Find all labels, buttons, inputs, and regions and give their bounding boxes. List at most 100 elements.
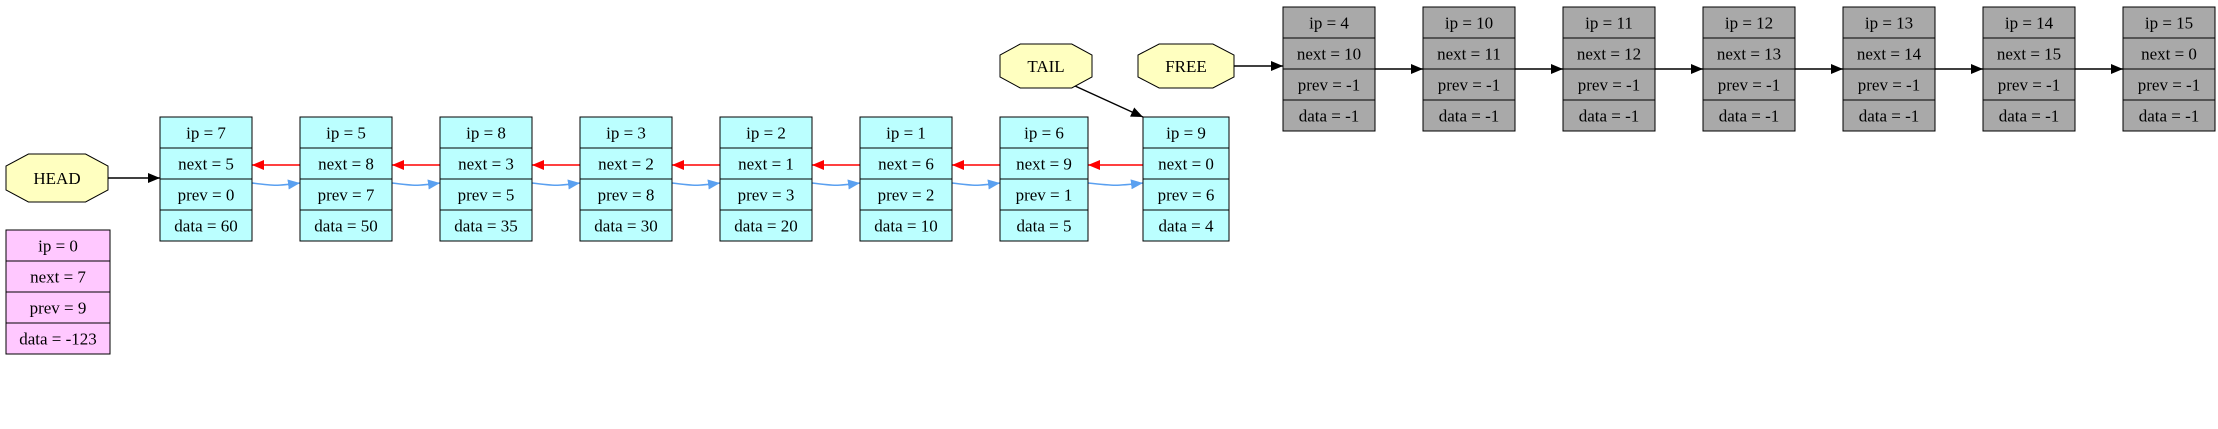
node-9-next-cell: [1142, 147, 1230, 180]
node-8-data-cell: [439, 209, 533, 242]
free-octagon: [1137, 43, 1235, 89]
node-1-next-label: next = 6: [878, 155, 934, 174]
node-0-data-label: data = -123: [19, 330, 97, 349]
head-octagon: [5, 153, 109, 203]
node-9-ip-label: ip = 9: [1166, 124, 1206, 143]
node-12-data-cell: [1702, 99, 1796, 132]
node-8-ip-label: ip = 8: [466, 124, 506, 143]
node-6-prev-label: prev = 1: [1016, 186, 1073, 205]
node-14-ip-label: ip = 14: [2005, 14, 2054, 33]
node-14-next-label: next = 15: [1997, 45, 2061, 64]
node-5-data-cell: [299, 209, 393, 242]
node-14-data-cell: [1982, 99, 2076, 132]
node-8-next-label: next = 3: [458, 155, 514, 174]
node-15-data-label: data = -1: [2139, 107, 2200, 126]
node-14-next-cell: [1982, 37, 2076, 70]
node-11-prev-cell: [1562, 68, 1656, 101]
node-0: ip = 0 next = 7 prev = 9 data = -123: [5, 229, 111, 355]
node-15-prev-cell: [2122, 68, 2216, 101]
node-0-next-label: next = 7: [30, 268, 86, 287]
node-9-ip-cell: [1142, 116, 1230, 149]
node-12-next-label: next = 13: [1717, 45, 1781, 64]
node-4-ip-label: ip = 4: [1309, 14, 1349, 33]
node-5-ip-label: ip = 5: [326, 124, 366, 143]
node-3-ip-cell: [579, 116, 673, 149]
node-6-data-label: data = 5: [1017, 217, 1072, 236]
node-1-data-label: data = 10: [874, 217, 937, 236]
node-2-prev-label: prev = 3: [738, 186, 795, 205]
node-5-data-label: data = 50: [314, 217, 377, 236]
tail-label: TAIL: [1027, 57, 1064, 76]
node-14-prev-label: prev = -1: [1998, 76, 2060, 95]
node-13-data-cell: [1842, 99, 1936, 132]
node-2-data-label: data = 20: [734, 217, 797, 236]
node-11-ip-label: ip = 11: [1585, 14, 1633, 33]
node-9-data-label: data = 4: [1159, 217, 1214, 236]
terminals-layer: HEAD TAIL FREE: [5, 43, 1235, 203]
node-5-ip-cell: [299, 116, 393, 149]
node-0-next-cell: [5, 260, 111, 293]
tail-terminal: TAIL: [999, 43, 1093, 89]
head-terminal: HEAD: [5, 153, 109, 203]
node-1-prev-label: prev = 2: [878, 186, 935, 205]
node-4-next-label: next = 10: [1297, 45, 1361, 64]
edge-8-to-3: [531, 179, 581, 190]
node-13: ip = 13 next = 14 prev = -1 data = -1: [1842, 6, 1936, 132]
node-13-next-label: next = 14: [1857, 45, 1922, 64]
node-3-data-cell: [579, 209, 673, 242]
node-14: ip = 14 next = 15 prev = -1 data = -1: [1982, 6, 2076, 132]
node-4-data-cell: [1282, 99, 1376, 132]
node-13-ip-cell: [1842, 6, 1936, 39]
node-3-prev-label: prev = 8: [598, 186, 655, 205]
node-15-prev-label: prev = -1: [2138, 76, 2200, 95]
node-4-prev-cell: [1282, 68, 1376, 101]
node-13-prev-label: prev = -1: [1858, 76, 1920, 95]
node-3-prev-cell: [579, 178, 673, 211]
free-label: FREE: [1165, 57, 1207, 76]
node-5-prev-cell: [299, 178, 393, 211]
node-8-data-label: data = 35: [454, 217, 517, 236]
node-2-next-label: next = 1: [738, 155, 794, 174]
node-9-prev-label: prev = 6: [1158, 186, 1215, 205]
node-2-ip-label: ip = 2: [746, 124, 786, 143]
node-13-ip-label: ip = 13: [1865, 14, 1913, 33]
node-0-ip-label: ip = 0: [38, 237, 78, 256]
node-0-data-cell: [5, 322, 111, 355]
node-7-data-cell: [159, 209, 253, 242]
node-15-data-cell: [2122, 99, 2216, 132]
node-4-ip-cell: [1282, 6, 1376, 39]
node-5-prev-label: prev = 7: [318, 186, 375, 205]
head-label: HEAD: [33, 169, 80, 188]
node-14-prev-cell: [1982, 68, 2076, 101]
node-15-next-label: next = 0: [2141, 45, 2197, 64]
node-4-next-cell: [1282, 37, 1376, 70]
node-12-prev-label: prev = -1: [1718, 76, 1780, 95]
node-6-next-cell: [999, 147, 1089, 180]
node-9-prev-cell: [1142, 178, 1230, 211]
node-14-data-label: data = -1: [1999, 107, 2060, 126]
node-10-prev-cell: [1422, 68, 1516, 101]
node-15-next-cell: [2122, 37, 2216, 70]
node-11-data-cell: [1562, 99, 1656, 132]
node-8-prev-cell: [439, 178, 533, 211]
node-3-next-label: next = 2: [598, 155, 654, 174]
node-8-prev-label: prev = 5: [458, 186, 515, 205]
node-8: ip = 8 next = 3 prev = 5 data = 35: [439, 116, 533, 242]
node-5-next-cell: [299, 147, 393, 180]
edge-3-to-2: [671, 179, 721, 190]
node-0-prev-label: prev = 9: [30, 299, 87, 318]
edge-2-to-1: [811, 179, 861, 190]
node-12-prev-cell: [1702, 68, 1796, 101]
node-7-prev-label: prev = 0: [178, 186, 235, 205]
node-13-data-label: data = -1: [1859, 107, 1920, 126]
node-14-ip-cell: [1982, 6, 2076, 39]
node-2: ip = 2 next = 1 prev = 3 data = 20: [719, 116, 813, 242]
node-7-next-label: next = 5: [178, 155, 234, 174]
